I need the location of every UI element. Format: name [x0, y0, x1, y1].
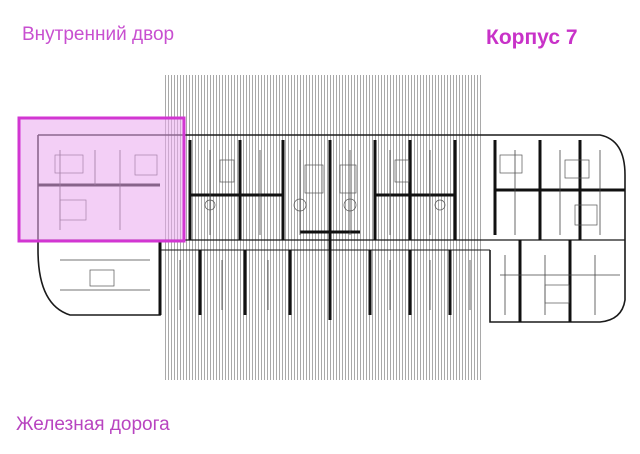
railway-label: Железная дорога: [16, 414, 170, 435]
building-label: Корпус 7: [486, 26, 578, 49]
highlighted-apartment: [17, 116, 186, 243]
courtyard-stripes: [165, 75, 483, 380]
courtyard-label: Внутренний двор: [22, 24, 175, 45]
